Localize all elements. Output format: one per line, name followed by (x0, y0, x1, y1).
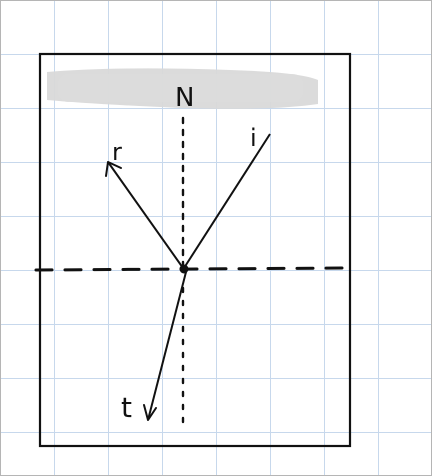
reflected-ray-label: r (112, 138, 122, 166)
point-of-incidence (179, 264, 189, 274)
transmitted-arrowhead (143, 404, 157, 421)
reflected-ray (107, 161, 184, 269)
incident-ray-label: i (250, 124, 257, 152)
normal-label: N (175, 83, 194, 113)
interface-line (34, 266, 350, 272)
reflected-arrowhead (105, 161, 122, 177)
incident-ray (183, 133, 271, 269)
transmitted-ray (147, 271, 187, 421)
transmitted-ray-label: t (121, 391, 132, 424)
medium-boundary-box (38, 52, 352, 448)
redaction-highlight (58, 74, 303, 102)
